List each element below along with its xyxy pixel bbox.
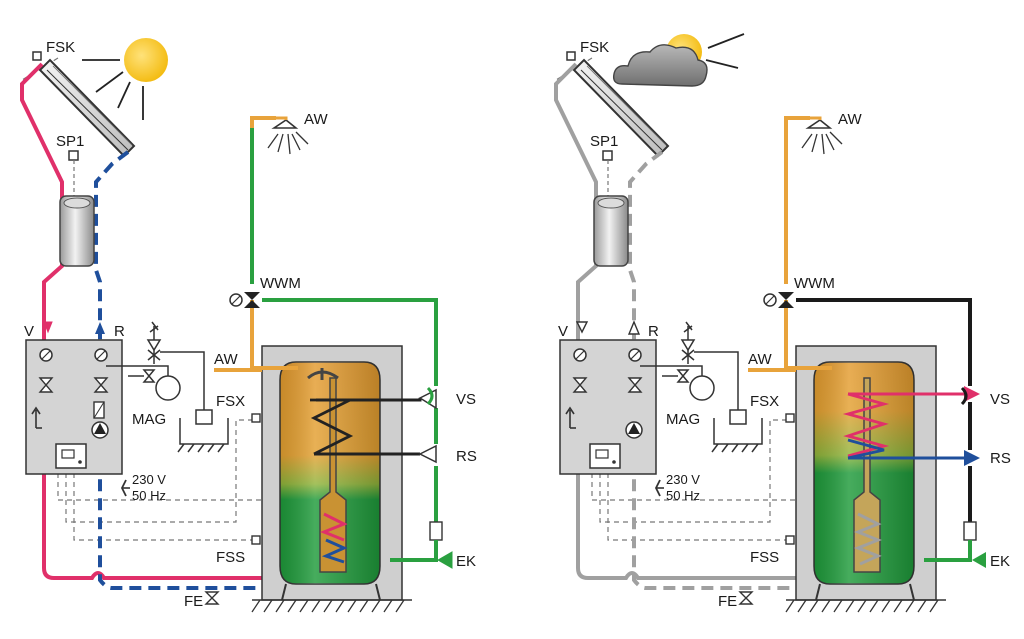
fsk-label: FSK	[580, 39, 609, 56]
solar-return-pipe	[94, 150, 338, 590]
mixing-valve	[763, 292, 794, 308]
fss-label: FSS	[216, 549, 245, 566]
air-separator	[59, 195, 95, 267]
shower-icon	[267, 119, 309, 155]
solar-station	[559, 339, 657, 475]
r-label: R	[114, 323, 125, 340]
solar-station	[25, 339, 123, 475]
hot-water-pipe	[748, 116, 832, 372]
r-label: R	[648, 323, 659, 340]
vs-label: VS	[990, 391, 1010, 408]
fss-sensor	[785, 535, 795, 545]
flow-arrow-icon	[43, 321, 53, 334]
flow-arrow-icon	[575, 321, 589, 334]
mixing-valve	[229, 292, 260, 308]
aw-side-label: AW	[748, 351, 772, 368]
collector-sensor	[32, 51, 42, 61]
voltage-label: 230 V	[132, 472, 166, 487]
controller-display	[55, 443, 87, 469]
shower-icon	[801, 119, 843, 155]
sp1-label: SP1	[56, 133, 84, 150]
voltage-label: 230 V	[666, 472, 700, 487]
right-diagram-cloudy: FSK SP1 AW WWM AW V R MAG FSX FSS VS RS …	[554, 33, 1011, 613]
solar-return-pipe	[628, 150, 872, 590]
storage-tank	[785, 345, 964, 613]
aw-side-label: AW	[214, 351, 238, 368]
solar-collector	[32, 51, 136, 158]
mag-label: MAG	[132, 411, 166, 428]
fsx-label: FSX	[750, 393, 779, 410]
mag-label: MAG	[666, 411, 700, 428]
ek-label: EK	[990, 553, 1010, 570]
rs-label: RS	[990, 450, 1011, 467]
rs-label: RS	[456, 448, 477, 465]
fsk-label: FSK	[46, 39, 75, 56]
return-arrow-icon	[627, 320, 641, 335]
collector-sensor	[566, 51, 576, 61]
v-label: V	[558, 323, 568, 340]
aw-top-label: AW	[838, 111, 862, 128]
heating-circuit-pipe	[796, 298, 972, 522]
expansion-vessel	[640, 321, 763, 453]
storage-tank	[251, 345, 422, 613]
aw-top-label: AW	[304, 111, 328, 128]
ek-label: EK	[456, 553, 476, 570]
left-diagram-sunny: FSK SP1 AW WWM AW V R MAG FSX FSS VS RS …	[20, 38, 477, 613]
fss-sensor	[251, 535, 261, 545]
fe-label: FE	[184, 593, 203, 610]
fe-label: FE	[718, 593, 737, 610]
frequency-label: 50 Hz	[132, 488, 166, 503]
sp1-label: SP1	[590, 133, 618, 150]
sun-icon	[82, 38, 168, 120]
wwm-label: WWM	[260, 275, 301, 292]
frequency-label: 50 Hz	[666, 488, 700, 503]
v-label: V	[24, 323, 34, 340]
return-arrow-icon	[95, 322, 105, 334]
vs-label: VS	[456, 391, 476, 408]
expansion-vessel	[106, 321, 229, 453]
sp1-sensor	[68, 150, 79, 161]
cold-water-pipe	[250, 128, 438, 562]
sp1-sensor	[602, 150, 613, 161]
wwm-label: WWM	[794, 275, 835, 292]
cloud-sun-icon	[612, 33, 745, 87]
controller-display	[589, 443, 621, 469]
fsx-sensor	[251, 413, 261, 423]
fss-label: FSS	[750, 549, 779, 566]
fsx-label: FSX	[216, 393, 245, 410]
fsx-sensor	[785, 413, 795, 423]
air-separator	[593, 195, 629, 267]
hot-water-pipe	[214, 116, 298, 372]
solar-collector	[566, 51, 670, 158]
